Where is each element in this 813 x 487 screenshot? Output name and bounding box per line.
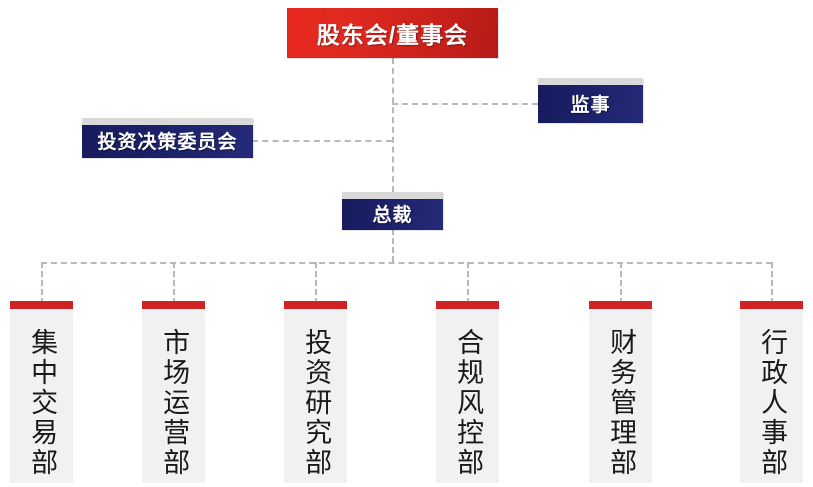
node-department-1-label: 集中交易部 [27, 328, 58, 478]
node-department-4-topbar [436, 301, 499, 309]
connector-department-bus [41, 262, 772, 264]
node-supervisor-label: 监事 [570, 94, 611, 116]
node-department-3[interactable]: 投资研究部 [284, 301, 347, 483]
connector-drop-department-1 [41, 262, 43, 304]
connector-drop-department-4 [467, 262, 469, 304]
node-department-4-label: 合规风控部 [453, 328, 484, 478]
connector-board-to-supervisor [392, 103, 538, 105]
connector-board-to-committee [252, 140, 392, 142]
connector-drop-department-3 [315, 262, 317, 304]
node-board-of-directors-label: 股东会/董事会 [316, 22, 469, 48]
node-board-of-directors[interactable]: 股东会/董事会 [287, 8, 498, 58]
node-department-5-label: 财务管理部 [606, 328, 637, 478]
node-supervisor[interactable]: 监事 [538, 78, 643, 123]
node-department-2-label: 市场运营部 [159, 328, 190, 478]
node-department-1[interactable]: 集中交易部 [10, 301, 73, 483]
node-department-5-topbar [589, 301, 652, 309]
node-supervisor-cap [538, 78, 643, 85]
node-department-4[interactable]: 合规风控部 [436, 301, 499, 483]
node-department-6[interactable]: 行政人事部 [740, 301, 803, 483]
node-president-label: 总裁 [372, 205, 413, 226]
connector-drop-department-6 [771, 262, 773, 304]
node-department-3-label: 投资研究部 [301, 328, 332, 478]
node-president[interactable]: 总裁 [342, 192, 443, 230]
node-department-6-label: 行政人事部 [757, 328, 788, 478]
node-department-2-topbar [142, 301, 205, 309]
node-department-3-topbar [284, 301, 347, 309]
node-department-6-topbar [740, 301, 803, 309]
node-department-1-topbar [10, 301, 73, 309]
connector-drop-department-2 [173, 262, 175, 304]
connector-president-to-bus [392, 229, 394, 262]
node-department-5[interactable]: 财务管理部 [589, 301, 652, 483]
node-investment-committee-label: 投资决策委员会 [97, 132, 238, 153]
node-investment-committee[interactable]: 投资决策委员会 [82, 118, 253, 158]
node-president-cap [342, 192, 443, 199]
connector-drop-department-5 [620, 262, 622, 304]
node-department-2[interactable]: 市场运营部 [142, 301, 205, 483]
connector-board-to-president [392, 58, 394, 192]
node-investment-committee-cap [82, 118, 253, 125]
